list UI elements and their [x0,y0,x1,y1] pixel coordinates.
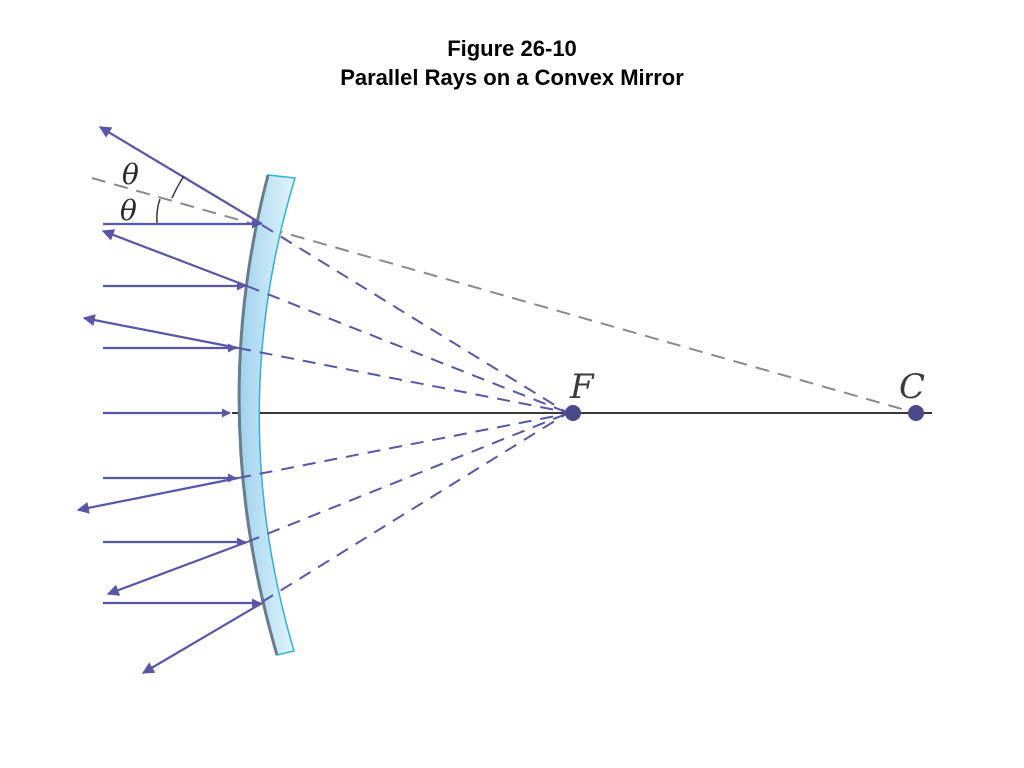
angle-label-upper: θ [122,158,139,191]
reflected-ray-7 [141,602,263,674]
focal-point-dot [565,405,581,421]
figure-caption: Parallel Rays on a Convex Mirror [340,65,684,90]
dashed-line-6 [261,413,567,603]
dashed-line-3 [237,347,567,413]
reflected-ray-6 [106,540,248,596]
reflected-ray-2 [101,229,248,288]
dashed-line-4 [237,413,567,479]
incident-rays [103,219,261,608]
reflected-ray-5 [76,476,239,514]
figure-number: Figure 26-10 [447,36,577,61]
reflected-ray-1 [98,126,263,225]
reflected-rays [76,126,263,674]
angle-arc-upper [171,175,185,199]
focal-construction-lines [237,224,567,603]
dashed-line-2 [246,285,567,413]
slide-title: Figure 26-10 Parallel Rays on a Convex M… [0,34,1024,92]
center-of-curvature-label: C [899,367,925,407]
normal-line-dashed [91,177,917,414]
convex-mirror [237,174,296,656]
angle-arc-lower [156,198,161,224]
center-of-curvature-dot [908,405,924,421]
focal-point-label: F [569,367,595,407]
angle-label-lower: θ [120,194,137,227]
dashed-line-5 [246,413,567,543]
dashed-line-1 [261,224,567,413]
reflected-ray-3 [82,314,239,350]
